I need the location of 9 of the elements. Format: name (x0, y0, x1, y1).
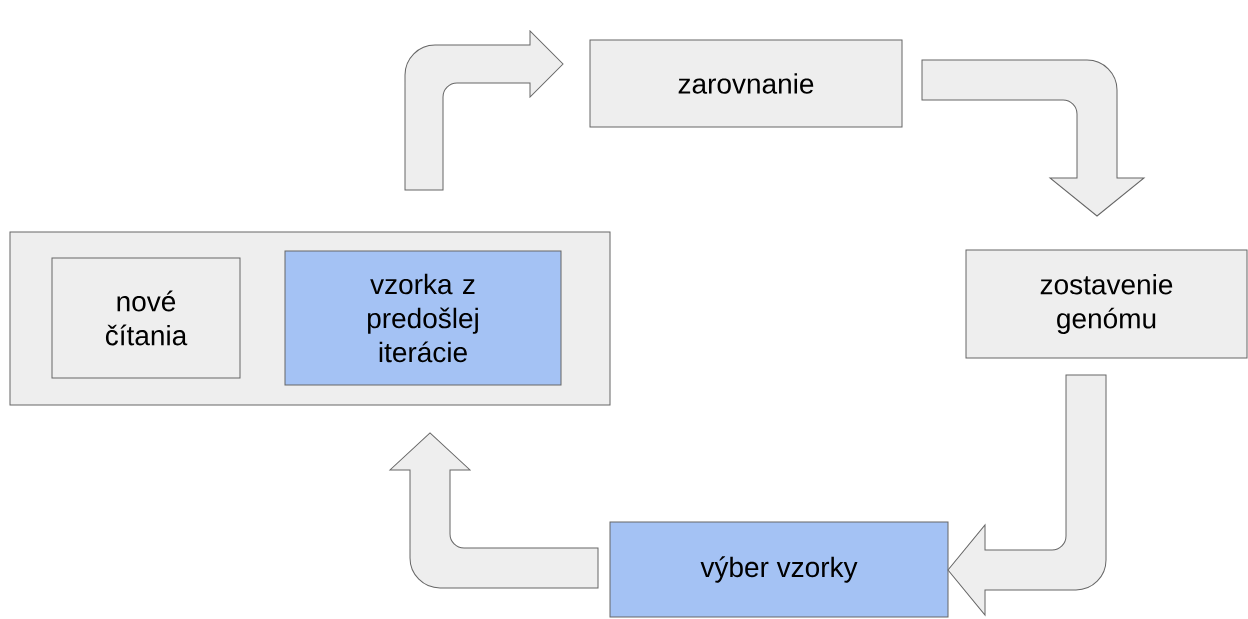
process-box: nové čítania (51, 257, 241, 379)
process-box: zostavenie genómu (965, 249, 1248, 359)
block-arrow (947, 374, 1107, 616)
block-arrow (404, 30, 564, 191)
process-box: vzorka z predošlej iterácie (284, 250, 562, 386)
process-box: zarovnanie (589, 39, 903, 128)
process-box: výber vzorky (609, 521, 949, 618)
block-arrow (389, 432, 599, 589)
block-arrow (921, 59, 1145, 217)
